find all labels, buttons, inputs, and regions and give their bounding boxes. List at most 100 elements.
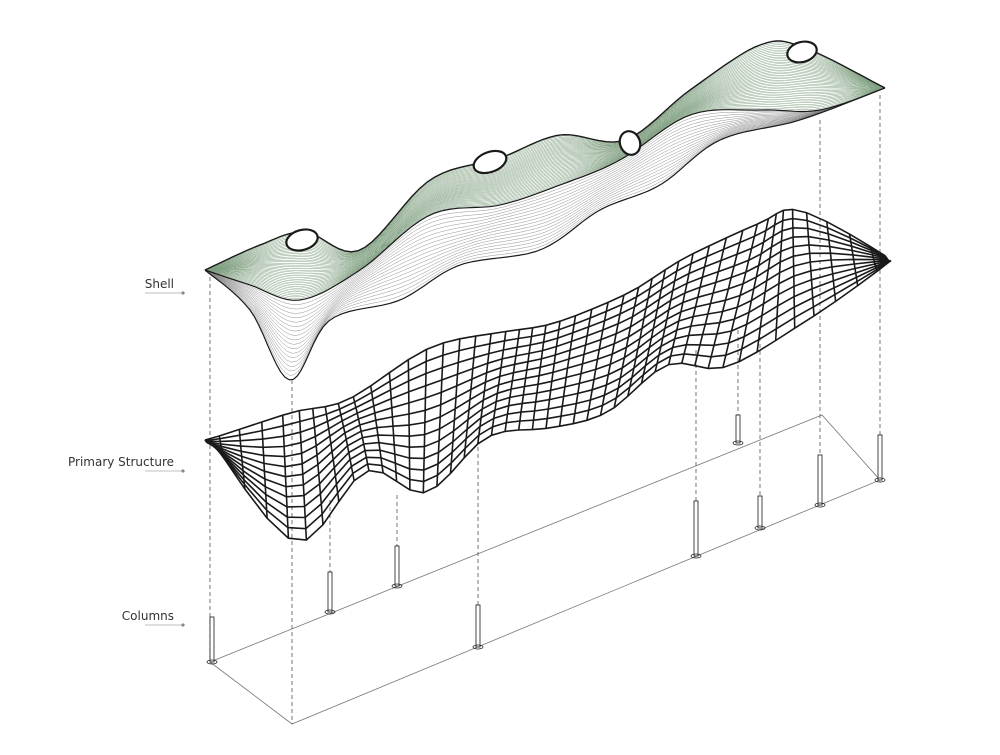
- shell-contour-line: [204, 65, 886, 272]
- skylight-opening: [285, 228, 319, 252]
- column: [757, 495, 763, 529]
- label-columns: Columns: [121, 609, 174, 623]
- shell-edge-hatch: [204, 87, 886, 358]
- shell-edge-hatch: [204, 87, 886, 367]
- shell-contour-line: [204, 88, 886, 289]
- shell-edge-hatch: [204, 87, 886, 305]
- skylight-opening: [786, 40, 818, 64]
- shell-edge-hatch: [204, 87, 886, 327]
- skylight-opening: [472, 149, 508, 175]
- shell-edge-hatch: [204, 87, 886, 363]
- column-base-plate: [391, 583, 403, 589]
- skylight-opening: [618, 130, 642, 156]
- shell-contour-line: [204, 88, 886, 294]
- column: [877, 434, 883, 481]
- shell-contour-line: [205, 86, 885, 278]
- shell-fold-edge: [204, 87, 886, 301]
- shell-contour-line: [204, 87, 886, 299]
- shell-contour-line: [204, 76, 886, 272]
- column: [693, 500, 699, 557]
- shell-contour-line: [204, 88, 886, 282]
- shell-edge-hatch: [204, 87, 886, 323]
- shell-edge-hatch: [204, 87, 886, 314]
- shell-contour-line: [204, 68, 886, 272]
- column: [817, 454, 823, 506]
- grid-beam: [207, 252, 888, 468]
- grid-beam: [209, 260, 891, 519]
- grid-beam: [208, 260, 890, 508]
- shell-contour-line: [204, 80, 886, 271]
- shell-contour-line: [204, 88, 886, 293]
- shell-contour-line: [204, 70, 886, 272]
- shell-contour-line: [205, 88, 886, 280]
- column-base-plate: [690, 553, 702, 559]
- grid-rib: [422, 349, 428, 493]
- column-base-plate: [874, 477, 886, 483]
- shell-surface: [204, 40, 886, 381]
- grid-beam: [207, 258, 889, 478]
- leader-dot: [181, 291, 185, 295]
- shell-contour-line: [204, 78, 886, 272]
- shell-contour-line: [204, 85, 886, 276]
- grid-beam: [206, 235, 887, 449]
- shell-contour-line: [204, 88, 886, 284]
- shell-edge-hatch: [204, 87, 886, 345]
- leader-dot: [181, 623, 185, 627]
- column-base-plate: [206, 659, 218, 665]
- column-base-plate: [754, 525, 766, 531]
- shell-edge-hatch: [204, 87, 886, 310]
- label-leaders: [145, 291, 185, 627]
- shell-contour-line: [204, 83, 886, 275]
- shell-contour-line: [204, 88, 886, 291]
- column: [735, 414, 741, 444]
- grid-beam: [210, 259, 892, 541]
- shell-edge-hatch: [204, 87, 886, 336]
- dashed-projection-lines: [209, 95, 881, 724]
- grid-beam: [208, 259, 889, 488]
- shell-contour-line: [204, 75, 886, 272]
- shell-edge-hatch: [204, 87, 886, 372]
- base-outline: [209, 414, 881, 725]
- column-base-plate: [814, 502, 826, 508]
- shell-fill: [205, 41, 885, 380]
- column-base-plate: [472, 644, 484, 650]
- shell-contour-line: [204, 81, 886, 273]
- shell-contour-line: [204, 87, 886, 298]
- shell-bottom-edge: [204, 87, 886, 381]
- grid-beam: [209, 260, 891, 530]
- grid-beam: [206, 244, 888, 458]
- grid-beam: [208, 259, 890, 498]
- grid-rib: [531, 325, 547, 430]
- column: [209, 616, 215, 663]
- shell-edge-hatch: [204, 87, 886, 354]
- column-base-plate: [732, 440, 744, 446]
- shell-contour-line: [204, 73, 886, 272]
- column: [475, 604, 481, 648]
- ground-plane: [209, 414, 881, 725]
- shell-contour-line: [204, 61, 886, 272]
- shell-contour-line: [204, 66, 886, 272]
- shell-edge-hatch: [204, 87, 886, 341]
- shell-edge-hatch: [204, 87, 886, 332]
- label-primary-structure: Primary Structure: [67, 455, 174, 469]
- grid-rib: [774, 210, 785, 341]
- shell-edge-hatch: [204, 87, 886, 319]
- column-base-plate: [324, 609, 336, 615]
- column: [394, 545, 400, 587]
- primary-structure-grid: [204, 208, 892, 541]
- shell-contour-line: [204, 88, 886, 287]
- column: [327, 571, 333, 613]
- shell-edge-hatch: [204, 87, 886, 350]
- grid-beam: [206, 226, 887, 443]
- shell-edge-hatch: [204, 87, 886, 376]
- shell-contour-line: [204, 88, 886, 296]
- leader-dot: [181, 469, 185, 473]
- shell-contour-line: [204, 88, 886, 285]
- label-shell: Shell: [144, 277, 174, 291]
- columns-layer: [206, 414, 886, 665]
- shell-contour-line: [204, 63, 886, 272]
- shell-contour-line: [204, 71, 886, 272]
- grid-beam: [204, 208, 886, 441]
